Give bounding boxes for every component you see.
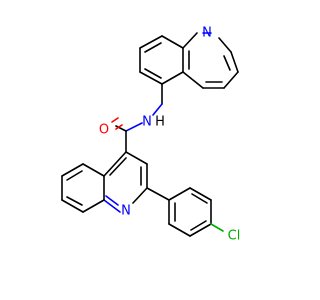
quinoline-bottom-nitrogen-label: N — [121, 204, 131, 219]
amide-nitrogen-label: N — [142, 115, 152, 130]
bottom-quinoline-pyridine-ring — [103, 151, 148, 213]
chlorine-label: Cl — [228, 229, 241, 244]
carbonyl-oxygen-label: O — [99, 123, 109, 138]
amide-hydrogen-label: H — [155, 115, 165, 130]
bottom-quinoline-benzo-ring — [61, 163, 105, 213]
top-quinoline-pyridine-ring — [182, 32, 239, 89]
amide-linkage — [111, 83, 163, 153]
chlorophenyl-ring — [146, 187, 224, 237]
structure-diagram: N N H O N Cl — [61, 26, 240, 244]
molecule-canvas: N N H O N Cl — [61, 25, 241, 244]
quinoline-top-nitrogen-label: N — [202, 26, 212, 41]
atom-labels: N N H O N Cl — [99, 26, 240, 244]
top-quinoline-benzo-ring — [139, 35, 184, 85]
